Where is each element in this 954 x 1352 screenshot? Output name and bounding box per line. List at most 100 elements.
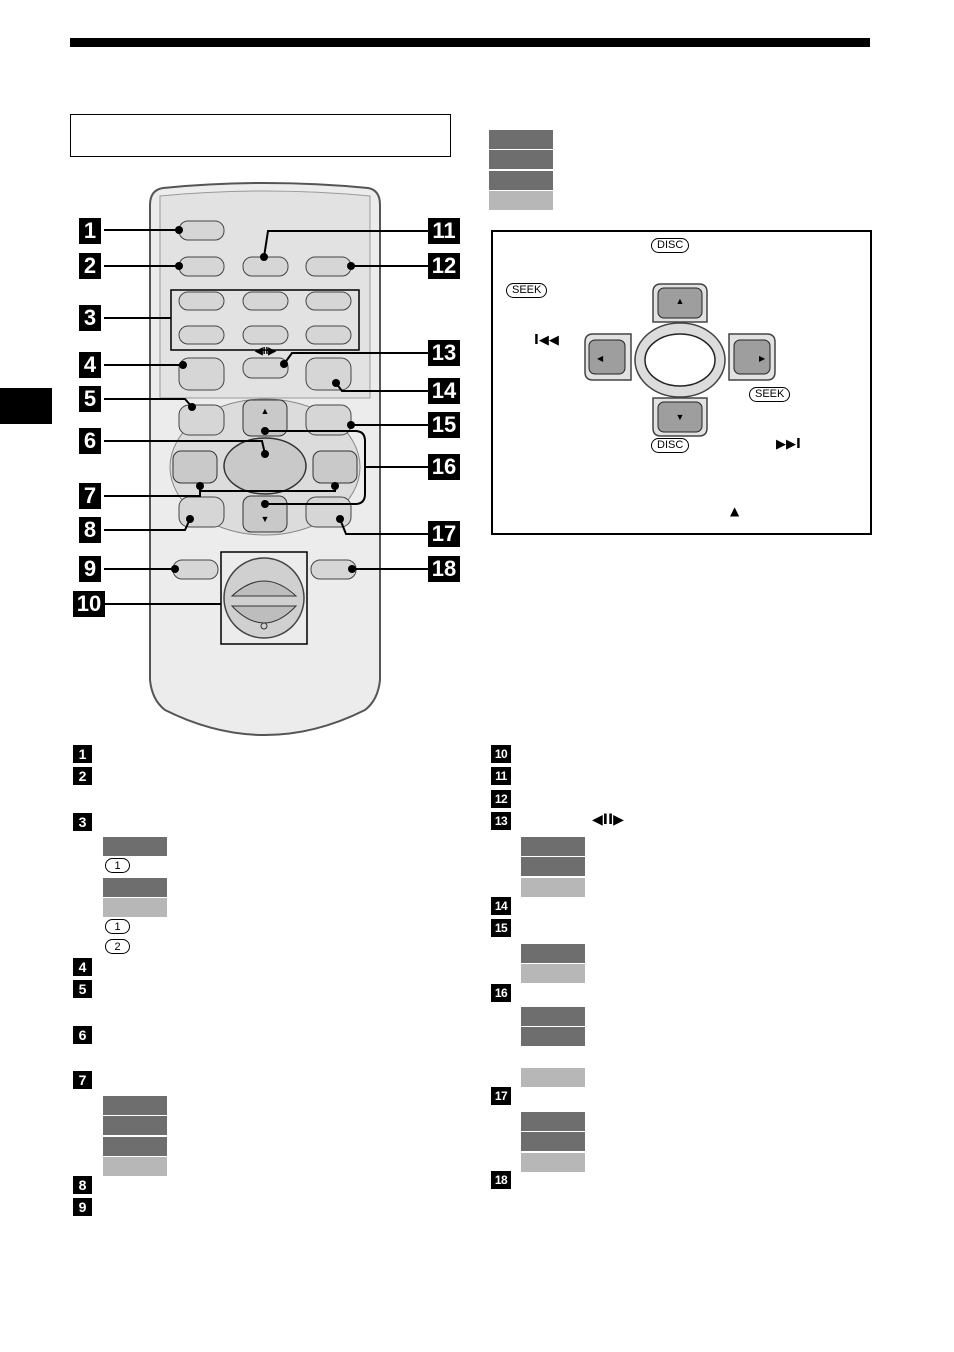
off-button[interactable] xyxy=(178,220,225,241)
legend-item-4: 4 xyxy=(73,958,92,976)
legend-swatch xyxy=(521,857,585,876)
legend-swatch xyxy=(521,1153,585,1172)
legend-swatch xyxy=(103,1157,167,1176)
prev-button[interactable] xyxy=(172,450,218,484)
number-button[interactable] xyxy=(242,325,289,345)
legend-item-6: 6 xyxy=(73,1026,92,1044)
legend-item-5: 5 xyxy=(73,980,92,998)
legend-item-18: 18 xyxy=(491,1171,511,1189)
sel-button[interactable] xyxy=(305,256,352,277)
previous-icon: I◀◀ xyxy=(534,333,559,348)
svg-text:◀: ◀ xyxy=(597,354,604,363)
header-rule xyxy=(70,38,870,47)
eject-icon: ▲ xyxy=(730,504,740,518)
callout-15: 15 xyxy=(428,412,460,438)
callout-13: 13 xyxy=(428,340,460,366)
circled-number: 1 xyxy=(105,919,130,934)
display-button[interactable] xyxy=(305,357,352,391)
legend-swatch xyxy=(103,1137,167,1156)
callout-9: 9 xyxy=(79,556,101,582)
number-button[interactable] xyxy=(178,325,225,345)
frame-slow-label: ◀II▶ xyxy=(255,346,276,357)
legend-item-2: 2 xyxy=(73,767,92,785)
circled-number: 1 xyxy=(105,858,130,873)
callout-17: 17 xyxy=(428,521,460,547)
legend-swatch xyxy=(521,1132,585,1151)
callout-14: 14 xyxy=(428,378,460,404)
number-button[interactable] xyxy=(178,291,225,311)
callout-6: 6 xyxy=(79,428,101,454)
callout-4: 4 xyxy=(79,352,101,378)
mode-swatch xyxy=(489,171,553,190)
callout-8: 8 xyxy=(79,517,101,543)
top-menu-button[interactable] xyxy=(178,496,225,528)
svg-text:▶: ▶ xyxy=(759,354,766,363)
circled-number: 2 xyxy=(105,939,130,954)
legend-item-13: 13 xyxy=(491,812,511,830)
number-buttons-frame xyxy=(170,289,360,351)
legend-item-10: 10 xyxy=(491,745,511,763)
legend-item-11: 11 xyxy=(491,767,511,785)
svg-text:▲: ▲ xyxy=(261,406,270,416)
svg-text:▼: ▼ xyxy=(261,514,270,524)
dsp-button[interactable] xyxy=(178,357,225,391)
legend-item-9: 9 xyxy=(73,1198,92,1216)
legend-swatch xyxy=(521,1068,585,1087)
callout-11: 11 xyxy=(428,218,460,244)
legend-item-1: 1 xyxy=(73,745,92,763)
angle-button[interactable] xyxy=(305,496,352,528)
callout-16: 16 xyxy=(428,454,460,480)
legend-swatch xyxy=(521,837,585,856)
next-icon: ▶▶I xyxy=(776,437,801,452)
legend-item-8: 8 xyxy=(73,1176,92,1194)
frame-slow-icon: ◀II▶ xyxy=(592,812,624,828)
legend-item-17: 17 xyxy=(491,1087,511,1105)
legend-swatch xyxy=(521,1112,585,1131)
atv-button[interactable] xyxy=(172,559,219,580)
mode-swatch xyxy=(489,191,553,210)
legend-item-12: 12 xyxy=(491,790,511,808)
legend-swatch xyxy=(103,898,167,917)
mode-swatch xyxy=(489,130,553,149)
volume-down-button[interactable] xyxy=(230,605,298,624)
menu-button[interactable] xyxy=(178,404,225,436)
source-button[interactable] xyxy=(178,256,225,277)
legend-swatch xyxy=(521,964,585,983)
legend-item-7: 7 xyxy=(73,1071,92,1089)
next-button[interactable] xyxy=(312,450,358,484)
legend-item-16: 16 xyxy=(491,984,511,1002)
callout-1: 1 xyxy=(79,218,101,244)
mode-swatch xyxy=(489,150,553,169)
disc-down-label: DISC xyxy=(651,438,690,453)
disc-up-label: DISC xyxy=(651,238,690,253)
remote-illustration: ▲ ▼ xyxy=(104,182,428,736)
legend-swatch xyxy=(521,1007,585,1026)
legend-swatch xyxy=(103,1116,167,1135)
callout-12: 12 xyxy=(428,253,460,279)
number-button[interactable] xyxy=(305,325,352,345)
volume-up-button[interactable] xyxy=(230,580,298,597)
callout-10: 10 xyxy=(73,591,105,617)
callout-3: 3 xyxy=(79,305,101,331)
up-button[interactable] xyxy=(242,399,288,437)
seek-right-label: SEEK xyxy=(749,387,791,402)
legend-swatch xyxy=(103,878,167,897)
legend-item-3: 3 xyxy=(73,813,92,831)
legend-swatch xyxy=(521,878,585,897)
legend-swatch xyxy=(521,944,585,963)
volume-knob xyxy=(223,557,305,639)
cross-key-diagram: ▲ ▼ ◀ ▶ DISC SEEK I◀◀ SEEK DISC ▶▶I ▲ xyxy=(491,230,872,535)
section-title-box xyxy=(70,114,451,157)
number-button[interactable] xyxy=(305,291,352,311)
svg-text:▲: ▲ xyxy=(676,296,685,306)
legend-item-15: 15 xyxy=(491,919,511,937)
callout-2: 2 xyxy=(79,253,101,279)
callout-7: 7 xyxy=(79,483,101,509)
frame-slow-button[interactable] xyxy=(242,357,289,379)
legend-swatch xyxy=(103,837,167,856)
callout-18: 18 xyxy=(428,556,460,582)
svg-text:▼: ▼ xyxy=(676,412,685,422)
list-button[interactable] xyxy=(305,404,352,436)
enter-button[interactable] xyxy=(223,437,307,495)
number-button[interactable] xyxy=(242,291,289,311)
